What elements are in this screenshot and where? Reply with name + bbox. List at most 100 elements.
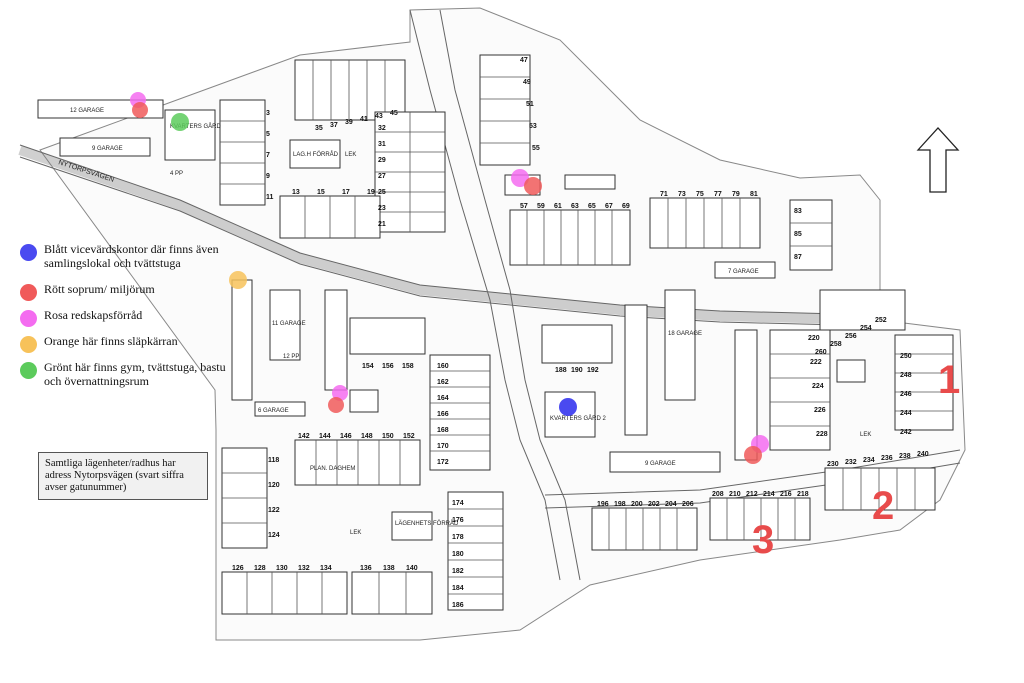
marker-red-mid <box>328 397 344 413</box>
label-garage18: 18 GARAGE <box>668 331 702 337</box>
street-number-63: 63 <box>571 203 579 210</box>
street-number-75: 75 <box>696 191 704 198</box>
street-number-156: 156 <box>382 363 394 370</box>
marker-pink-22 <box>511 169 529 187</box>
building-31 <box>541 324 613 364</box>
area-number-1: 1 <box>938 358 961 402</box>
street-number-118: 118 <box>268 457 279 464</box>
street-number-164: 164 <box>437 395 449 402</box>
street-number-188: 188 <box>555 367 567 374</box>
orange-dot-icon <box>20 336 37 353</box>
street-number-87: 87 <box>794 254 802 261</box>
street-number-196: 196 <box>597 501 609 508</box>
street-number-190: 190 <box>571 367 583 374</box>
green-dot-icon <box>20 362 37 379</box>
street-number-154: 154 <box>362 363 374 370</box>
street-number-132: 132 <box>298 565 310 572</box>
street-number-150: 150 <box>382 433 394 440</box>
street-number-208: 208 <box>712 491 724 498</box>
street-number-21: 21 <box>378 221 386 228</box>
street-number-210: 210 <box>729 491 741 498</box>
building-11 <box>294 59 406 121</box>
legend-item-pink: Rosa redskapsförråd <box>20 308 240 327</box>
legend-text-blue: Blått vicevärdskontor där finns även sam… <box>44 242 219 270</box>
street-number-57: 57 <box>520 203 528 210</box>
label-kvartersgard2: KVARTERS GÅRD 2 <box>550 415 606 422</box>
garage-11 <box>269 289 301 361</box>
street-number-204: 204 <box>665 501 677 508</box>
street-number-49: 49 <box>523 79 531 86</box>
street-number-186: 186 <box>452 602 464 609</box>
street-number-29: 29 <box>378 157 386 164</box>
street-number-256: 256 <box>845 333 857 340</box>
street-number-236: 236 <box>881 455 893 462</box>
street-number-232: 232 <box>845 459 857 466</box>
street-number-168: 168 <box>437 427 449 434</box>
street-number-23: 23 <box>378 205 386 212</box>
street-number-27: 27 <box>378 173 386 180</box>
street-number-122: 122 <box>268 507 280 514</box>
street-number-138: 138 <box>383 565 395 572</box>
legend-item-red: Rött soprum/ miljörum <box>20 282 240 301</box>
street-number-136: 136 <box>360 565 372 572</box>
building-16 <box>294 439 421 486</box>
street-number-69: 69 <box>622 203 630 210</box>
legend-item-blue: Blått vicevärdskontor där finns även sam… <box>20 242 240 270</box>
street-number-166: 166 <box>437 411 449 418</box>
marker-red-22 <box>524 177 542 195</box>
label-lek-south: LEK <box>350 530 361 536</box>
garage-7 <box>714 261 776 279</box>
street-number-41: 41 <box>360 116 368 123</box>
street-number-130: 130 <box>276 565 288 572</box>
street-number-226: 226 <box>814 407 826 414</box>
street-number-144: 144 <box>319 433 331 440</box>
street-number-214: 214 <box>763 491 775 498</box>
garage-6 <box>254 401 306 417</box>
street-number-152: 152 <box>403 433 415 440</box>
label-lek: LEK <box>345 152 356 158</box>
street-number-220: 220 <box>808 335 820 342</box>
label-garage12: 12 GARAGE <box>70 108 104 114</box>
street-number-126: 126 <box>232 565 244 572</box>
lagh-forrad-mid <box>349 389 379 413</box>
legend-item-green: Grönt här finns gym, tvättstuga, bastu o… <box>20 360 240 388</box>
building-27 <box>894 334 954 431</box>
street-number-51: 51 <box>526 101 534 108</box>
street-number-238: 238 <box>899 453 911 460</box>
street-number-25: 25 <box>378 189 386 196</box>
building-18 <box>221 571 348 615</box>
street-number-184: 184 <box>452 585 464 592</box>
marker-red-garage12 <box>132 102 148 118</box>
street-number-162: 162 <box>437 379 449 386</box>
street-number-198: 198 <box>614 501 626 508</box>
street-number-79: 79 <box>732 191 740 198</box>
street-number-45: 45 <box>390 110 398 117</box>
street-number-71: 71 <box>660 191 668 198</box>
forrad-east <box>836 359 866 383</box>
red-dot-icon <box>20 284 37 301</box>
lagenhets-forrad <box>391 511 433 541</box>
street-number-134: 134 <box>320 565 332 572</box>
street-number-192: 192 <box>587 367 599 374</box>
street-number-224: 224 <box>812 383 824 390</box>
street-number-9: 9 <box>266 173 270 180</box>
building-19 <box>351 571 433 615</box>
street-number-142: 142 <box>298 433 310 440</box>
north-arrow <box>916 127 960 193</box>
building-32 <box>769 329 831 451</box>
label-lek-east: LEK <box>860 432 871 438</box>
label-lagenhets-forrad: LÄGENHETS FÖRRÅD <box>395 520 459 527</box>
street-number-61: 61 <box>554 203 562 210</box>
street-number-53: 53 <box>529 123 537 130</box>
garage-16 <box>624 304 648 436</box>
street-number-67: 67 <box>605 203 613 210</box>
street-number-77: 77 <box>714 191 722 198</box>
street-number-170: 170 <box>437 443 449 450</box>
label-garage11: 11 GARAGE <box>272 321 306 327</box>
street-number-37: 37 <box>330 122 338 129</box>
building-20 <box>447 491 504 611</box>
street-number-206: 206 <box>682 501 694 508</box>
street-number-3: 3 <box>266 110 270 117</box>
marker-green-kvartersgard <box>171 113 189 131</box>
